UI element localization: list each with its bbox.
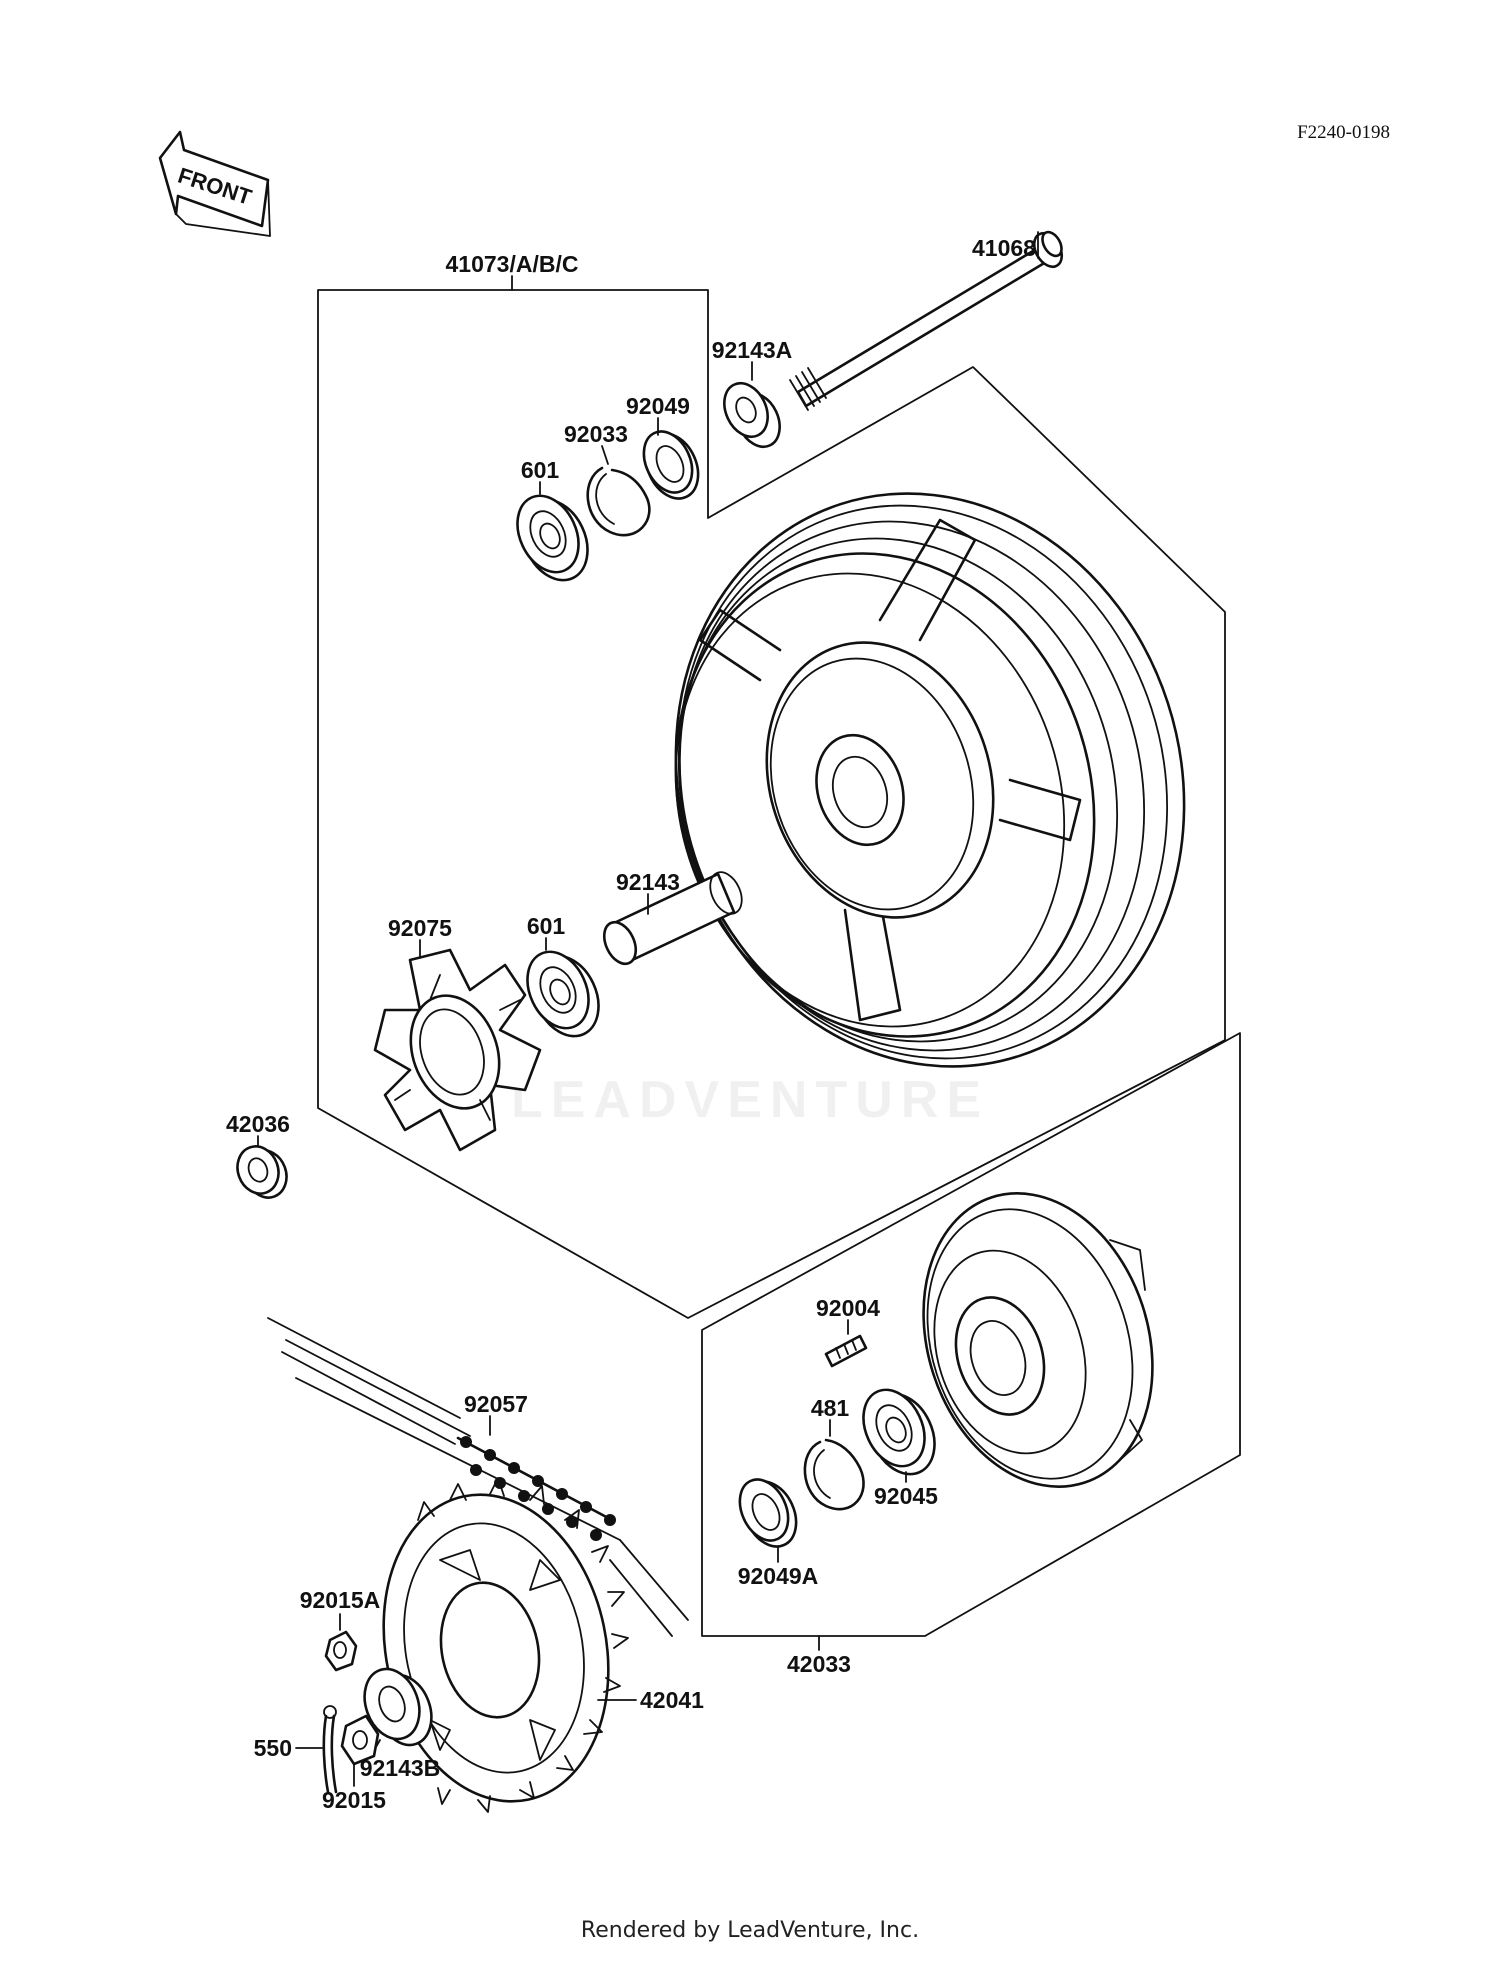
label-92015: 92015	[322, 1787, 386, 1813]
label-92143: 92143	[616, 869, 680, 895]
label-92075: 92075	[388, 915, 452, 941]
watermark-text: LEADVENTURE	[510, 1071, 990, 1129]
bearing-601-upper	[516, 481, 589, 582]
front-arrow-icon: FRONT	[158, 130, 271, 237]
label-92004: 92004	[816, 1295, 880, 1321]
nut-92015	[340, 1714, 380, 1787]
sprocket-42041	[382, 1477, 637, 1813]
circlip-481	[803, 1419, 865, 1511]
label-601-lower: 601	[527, 913, 566, 939]
cotter-pin-550	[295, 1705, 338, 1794]
collar-92143B	[363, 1667, 433, 1755]
wheel-assembly-outline	[317, 275, 1226, 1319]
bearing-601-lower	[526, 937, 600, 1038]
label-92057: 92057	[464, 1391, 528, 1417]
diagram-code: F2240-0198	[1297, 122, 1390, 143]
stud-92004	[824, 1319, 868, 1368]
label-41073: 41073/A/B/C	[446, 251, 579, 277]
oil-seal-92049A	[738, 1478, 798, 1563]
label-92143B: 92143B	[360, 1755, 441, 1781]
label-42036: 42036	[226, 1111, 290, 1137]
collar-42036	[236, 1135, 288, 1199]
label-92033: 92033	[564, 421, 628, 447]
circlip-92033	[586, 445, 651, 537]
nut-92015A	[324, 1613, 358, 1672]
label-92045: 92045	[874, 1483, 938, 1509]
label-41068: 41068	[972, 235, 1036, 261]
damper-92075	[373, 939, 542, 1152]
label-42033: 42033	[787, 1651, 851, 1677]
label-92049A: 92049A	[738, 1563, 819, 1589]
hub-flange	[922, 1192, 1154, 1488]
label-550: 550	[254, 1735, 292, 1761]
label-92015A: 92015A	[300, 1587, 381, 1613]
collar-92143A	[723, 361, 781, 449]
hub-assembly-outline	[701, 1032, 1241, 1651]
chain-92057	[267, 1317, 689, 1637]
axle-41068	[789, 230, 1064, 411]
bearing-92045	[862, 1388, 936, 1483]
label-481: 481	[811, 1395, 850, 1421]
label-601-upper: 601	[521, 457, 560, 483]
wheel-rim	[674, 492, 1186, 1068]
oil-seal-92049	[642, 417, 700, 500]
label-92049: 92049	[626, 393, 690, 419]
label-42041: 42041	[640, 1687, 704, 1713]
footer-credit: Rendered by LeadVenture, Inc.	[580, 1918, 920, 1943]
collar-92143	[602, 871, 743, 966]
label-92143A: 92143A	[712, 337, 793, 363]
